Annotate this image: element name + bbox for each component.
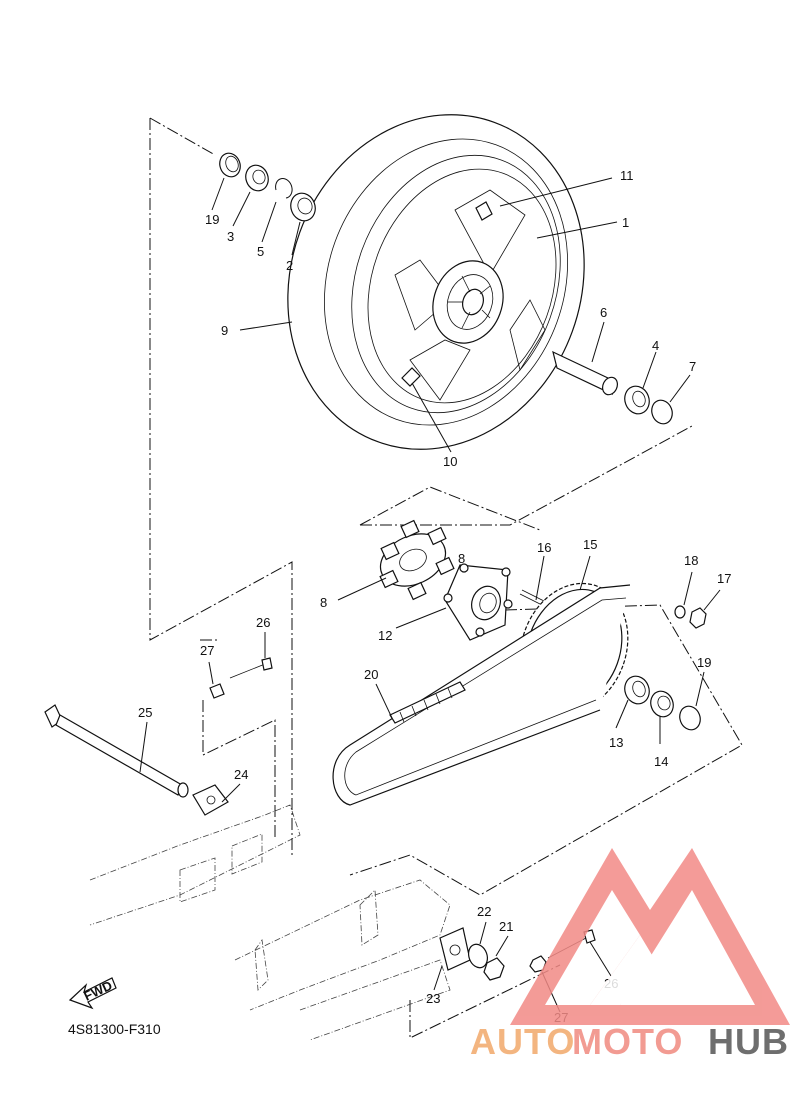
callout-16: 16 — [537, 540, 551, 555]
watermark-triangle-mark — [510, 848, 790, 1025]
callout-15: 15 — [583, 537, 597, 552]
callout-9: 9 — [221, 323, 228, 338]
callout-6: 6 — [600, 305, 607, 320]
chain-adjuster-left — [192, 657, 273, 816]
callout-2: 2 — [286, 258, 293, 273]
watermark-logo — [510, 848, 790, 1025]
callout-12: 12 — [378, 628, 392, 643]
callout-7: 7 — [689, 359, 696, 374]
callout-23: 23 — [426, 991, 440, 1006]
callout-25: 25 — [138, 705, 152, 720]
callout-17: 17 — [717, 571, 731, 586]
assembly-guide-lines — [149, 117, 743, 1039]
drive-chain — [332, 584, 631, 806]
callout-13: 13 — [609, 735, 623, 750]
callout-27-left: 27 — [200, 643, 214, 658]
wheel-bearing-parts-left — [219, 152, 316, 222]
callout-10: 10 — [443, 454, 457, 469]
callout-8-damper: 8 — [320, 595, 327, 610]
callout-4: 4 — [652, 338, 659, 353]
wheel-axle — [44, 704, 189, 798]
callout-14: 14 — [654, 754, 668, 769]
callout-22: 22 — [477, 904, 491, 919]
callout-5: 5 — [257, 244, 264, 259]
collar-bearing-spacer-right — [552, 350, 673, 425]
callout-3: 3 — [227, 229, 234, 244]
swingarm-outline — [89, 804, 451, 1041]
diagram-code: 4S81300-F310 — [68, 1021, 161, 1037]
callout-1: 1 — [622, 215, 629, 230]
watermark-auto: AUTO — [470, 1021, 575, 1062]
callout-19-right: 19 — [697, 655, 711, 670]
callout-26-left: 26 — [256, 615, 270, 630]
callout-20: 20 — [364, 667, 378, 682]
callout-21: 21 — [499, 919, 513, 934]
callout-19-left: 19 — [205, 212, 219, 227]
fwd-arrow: FWD — [68, 977, 117, 1010]
rear-wheel-tire — [287, 114, 585, 450]
callout-11: 11 — [620, 168, 634, 183]
watermark-moto: MOTO — [572, 1021, 683, 1062]
wheel-damper — [379, 519, 455, 601]
callout-numbers: 1 2 3 4 5 6 7 8 8 9 10 11 12 13 14 15 16… — [138, 168, 731, 1025]
callout-18: 18 — [684, 553, 698, 568]
watermark-text: AUTO MOTO HUB — [470, 1021, 789, 1062]
leader-lines — [139, 177, 721, 1013]
watermark-hub: HUB — [708, 1021, 789, 1062]
callout-24: 24 — [234, 767, 248, 782]
fwd-label: FWD — [81, 978, 114, 1004]
callout-8-hub: 8 — [458, 551, 465, 566]
sprocket-bearing-parts — [624, 605, 707, 731]
sprocket-hub — [443, 563, 513, 641]
